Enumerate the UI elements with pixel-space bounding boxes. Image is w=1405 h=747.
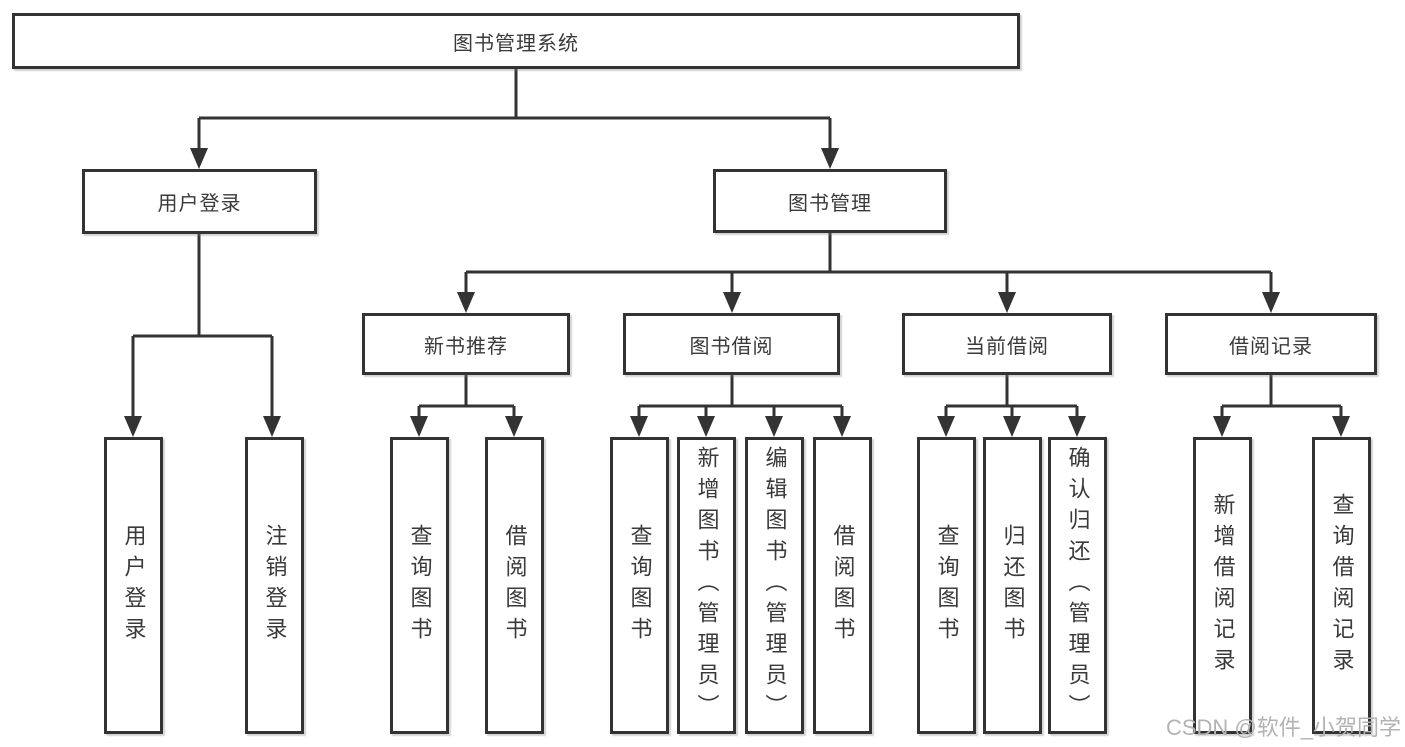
connector-path [131,69,1343,420]
csdn-watermark: CSDN @软件_小贺同学 [1165,715,1401,740]
leaf-user-login-label: 用户登录 [121,523,147,648]
node-book-borrow: 图书借阅 [623,313,840,375]
node-new-book-recommend: 新书推荐 [362,313,570,375]
leaf-query-book-recommend-label: 查询图书 [407,523,433,648]
leaf-add-borrow-record-label: 新增借阅记录 [1210,492,1236,679]
leaf-confirm-return-admin-label: 确认归还（管理员） [1065,446,1091,725]
node-book-management: 图书管理 [713,169,947,233]
leaf-add-book-admin: 新增图书（管理员） [677,437,736,734]
leaf-query-book-current: 查询图书 [917,437,976,734]
leaf-query-book-borrow: 查询图书 [610,437,669,734]
leaf-logout: 注销登录 [245,437,304,734]
leaf-borrow-book-recommend-label: 借阅图书 [502,523,528,648]
node-root-system: 图书管理系统 [12,13,1020,69]
leaf-add-book-admin-label: 新增图书（管理员） [694,446,720,725]
leaf-query-borrow-record-label: 查询借阅记录 [1329,492,1355,679]
leaf-query-book-borrow-label: 查询图书 [627,523,653,648]
leaf-confirm-return-admin: 确认归还（管理员） [1048,437,1107,734]
leaf-edit-book-admin: 编辑图书（管理员） [745,437,804,734]
leaf-user-login: 用户登录 [104,437,163,734]
node-book-management-label: 图书管理 [788,192,872,215]
node-root-label: 图书管理系统 [453,32,579,55]
leaf-return-book-label: 归还图书 [1000,523,1026,648]
node-user-login: 用户登录 [82,169,317,234]
leaf-borrow-book: 借阅图书 [813,437,872,734]
leaf-borrow-book-label: 借阅图书 [830,523,856,648]
leaf-query-borrow-record: 查询借阅记录 [1312,437,1371,734]
node-current-borrow-label: 当前借阅 [965,335,1049,358]
leaf-borrow-book-recommend: 借阅图书 [485,437,544,734]
node-current-borrow: 当前借阅 [902,313,1112,375]
leaf-return-book: 归还图书 [983,437,1042,734]
leaf-query-book-recommend: 查询图书 [390,437,449,734]
leaf-query-book-current-label: 查询图书 [934,523,960,648]
leaf-edit-book-admin-label: 编辑图书（管理员） [762,446,788,725]
leaf-add-borrow-record: 新增借阅记录 [1193,437,1252,734]
node-borrow-records: 借阅记录 [1165,313,1377,375]
node-borrow-records-label: 借阅记录 [1229,335,1313,358]
node-new-book-recommend-label: 新书推荐 [424,335,508,358]
leaf-logout-label: 注销登录 [262,523,288,648]
node-user-login-label: 用户登录 [157,193,242,215]
arrowheads [124,148,1350,437]
node-book-borrow-label: 图书借阅 [689,335,774,358]
